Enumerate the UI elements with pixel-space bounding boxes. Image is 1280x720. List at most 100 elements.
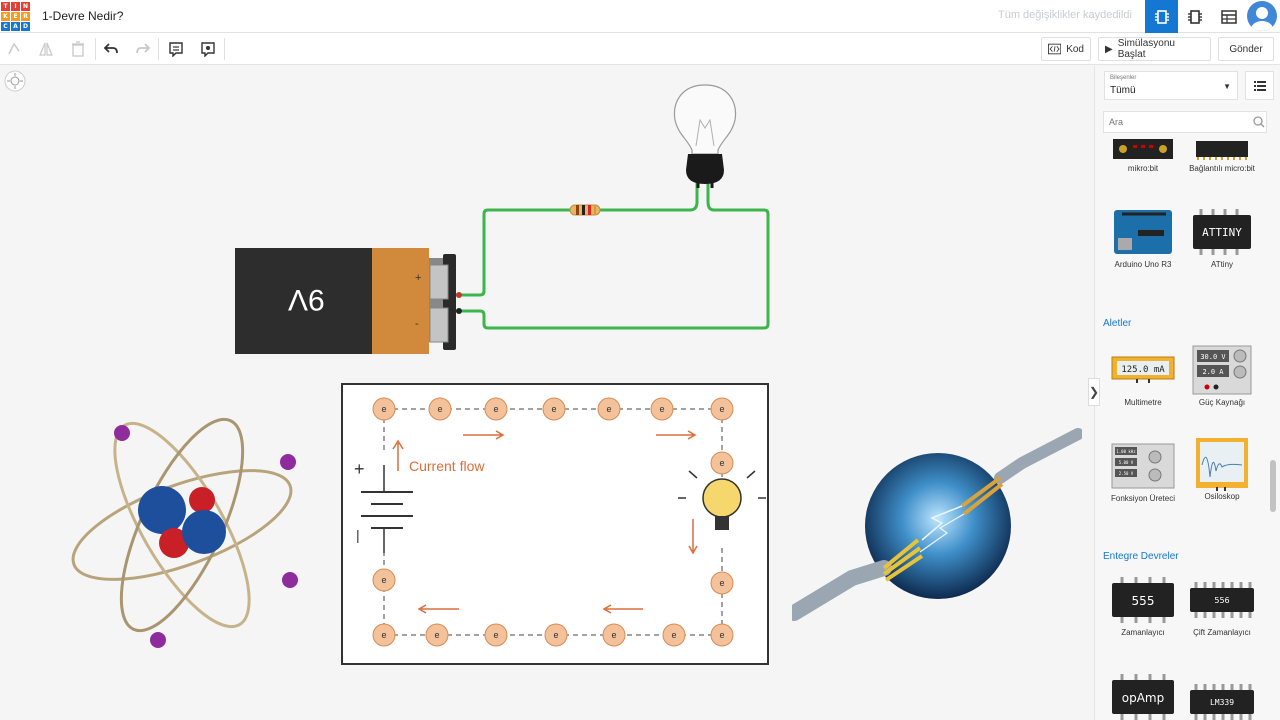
diagram-plus-sign: + [354,459,365,479]
component-label: Arduino Uno R3 [1114,260,1172,269]
chip-label: 555 [1132,594,1155,608]
toolbar: ▾ ▾ Kod ▶ Simülasyonu Başlat Gönder [0,33,1280,88]
component-multimeter[interactable]: 125.0 mA Multimetre [1103,344,1183,407]
electron-flow-graphic: e e e e e e e e e e e e e e e e e [361,397,766,647]
component-556-dual-timer[interactable]: 556 Çift Zamanlayıcı [1182,574,1262,637]
component-opamp[interactable]: opAmp [1103,671,1183,720]
bulb-icon [678,463,766,530]
fit-view-icon [4,70,26,92]
rotate-icon [8,42,20,55]
electron-label: e [719,458,724,468]
atom-illustration [71,417,298,648]
select-caption: Bileşenler [1110,75,1137,81]
battery-9v[interactable] [235,248,462,354]
component-attiny[interactable]: ATTINY ATtiny [1182,206,1262,269]
simulate-label: Simülasyonu Başlat [1117,38,1175,60]
panel-collapse-button[interactable]: ❯ [1088,378,1100,406]
logo-letter: K [1,12,10,21]
send-button[interactable]: Gönder [1218,37,1274,61]
multimeter-display: 125.0 mA [1121,365,1165,375]
start-simulation-button[interactable]: ▶ Simülasyonu Başlat [1098,37,1211,61]
schematic-view-button[interactable] [1178,0,1211,33]
code-button[interactable]: Kod [1041,37,1091,61]
component-label: Çift Zamanlayıcı [1193,628,1251,637]
battery-label: 9V [288,283,325,316]
component-category-select[interactable]: Bileşenler Tümü ▼ [1104,71,1238,100]
logo-letter: E [11,12,20,21]
electron-label: e [434,630,439,640]
logo-letter: A [11,22,20,31]
component-555-timer[interactable]: 555 Zamanlayıcı [1103,574,1183,637]
circuit-view-button[interactable] [1145,0,1178,33]
note-icon [169,42,183,57]
generator-display-2: 5.00 V [1119,460,1134,465]
electron-label: e [719,578,724,588]
send-label: Gönder [1229,43,1263,55]
code-icon [1048,43,1062,55]
top-bar: T I N K E R C A D 1-Devre Nedir? Tüm değ… [0,0,1280,33]
electron-label: e [719,630,724,640]
user-avatar[interactable] [1247,1,1277,31]
rotate-button[interactable] [3,39,25,59]
project-title[interactable]: 1-Devre Nedir? [42,9,124,23]
circuit-icon [1154,9,1169,24]
electron-label: e [381,404,386,414]
section-integrated-circuits-heading[interactable]: Entegre Devreler [1103,551,1179,562]
component-label: mikro:bit [1127,164,1159,173]
component-connected-microbit[interactable]: Bağlantılı micro:bit [1182,138,1262,173]
component-list-button[interactable] [1212,0,1245,33]
component-power-supply[interactable]: 30.0 V 2.0 A Güç Kaynağı [1182,344,1262,407]
electron-label: e [719,404,724,414]
flip-button[interactable] [35,39,57,59]
light-bulb[interactable] [673,84,737,188]
component-oscilloscope[interactable]: Osiloskop [1182,438,1262,501]
electron-label: e [437,404,442,414]
chip-label: opAmp [1122,691,1164,705]
section-tools-heading[interactable]: Aletler [1103,318,1132,329]
generator-display-3: 2.50 V [1119,471,1134,476]
note-button[interactable] [165,39,187,59]
electron-label: e [381,575,386,585]
power-current-display: 2.0 A [1202,368,1224,376]
component-label: Multimetre [1124,398,1162,407]
notes-visibility-button[interactable] [197,39,219,59]
component-lm339[interactable]: LM339 [1182,676,1262,720]
component-label: Güç Kaynağı [1198,398,1246,407]
wire-negative[interactable] [456,182,770,330]
list-view-button[interactable] [1245,71,1274,100]
battery-plus-label: + [415,272,422,284]
component-label: ATtiny [1210,260,1234,269]
eye-note-icon [201,42,215,57]
component-search-input[interactable] [1103,111,1267,133]
electron-label: e [551,404,556,414]
table-icon [1220,9,1237,24]
resistor[interactable] [569,204,601,216]
electron-label: e [493,630,498,640]
components-panel: Bileşenler Tümü ▼ mikro:bit Bağlantılı m… [1094,66,1280,720]
component-arduino-uno[interactable]: Arduino Uno R3 [1103,206,1183,269]
code-label: Kod [1066,43,1084,55]
current-flow-label: Current flow [409,458,485,474]
power-voltage-display: 30.0 V [1200,353,1226,361]
chip-label: ATTINY [1202,226,1242,239]
electron-label: e [493,404,498,414]
wire-positive[interactable] [456,182,699,297]
battery-minus-label: - [415,318,419,330]
undo-button[interactable] [100,39,122,59]
logo-letter: T [1,2,10,11]
tinkercad-logo[interactable]: T I N K E R C A D [1,2,30,31]
search-icon [1253,116,1265,128]
delete-button[interactable] [67,39,89,59]
chevron-down-icon: ▼ [1223,82,1231,91]
panel-scrollbar[interactable] [1270,460,1276,512]
component-microbit[interactable]: mikro:bit [1103,138,1183,173]
electron-label: e [671,630,676,640]
zoom-fit-button[interactable] [4,70,26,97]
chip-label: LM339 [1210,698,1234,707]
chip-label: 556 [1214,596,1229,605]
circuit-assembly[interactable] [230,80,790,360]
component-label: Osiloskop [1204,492,1240,501]
logo-letter: C [1,22,10,31]
redo-button[interactable] [132,39,154,59]
